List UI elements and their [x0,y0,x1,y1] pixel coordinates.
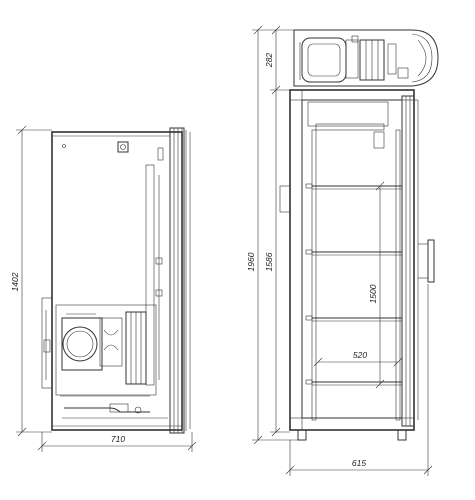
section-top-unit-housing [293,29,439,87]
side-door-frame [169,127,185,434]
section-foot-right [397,429,407,441]
inner-height-label: 1500 [368,284,378,303]
section-foot-left [297,429,307,441]
side-left-bracket [41,297,53,389]
inner-width-label: 520 [353,350,367,360]
section-cabinet-body [289,89,415,431]
section-insulation-left [289,89,303,431]
side-view: 1402 710 [10,125,197,452]
side-vertical-tube [145,164,155,386]
top-height-label: 282 [264,53,274,68]
section-left-rail [311,129,317,421]
side-compressor-compartment [55,304,157,396]
body-height-label: 1586 [264,252,274,271]
side-fan [99,317,123,367]
section-shelves [305,183,402,386]
side-compressor [61,317,103,371]
section-door-handle [427,239,435,283]
section-right-rail [395,129,401,421]
section-evaporator [307,101,389,127]
side-width-label: 710 [111,434,125,444]
total-height-label: 1960 [246,252,256,271]
section-door [401,95,415,427]
section-insulation-top [289,89,415,101]
side-cabinet-body [51,131,183,431]
section-compressor [301,37,347,83]
section-view: 1500 520 282 1586 1960 615 [246,25,439,476]
side-base-tubing [64,407,150,413]
side-height-label: 1402 [10,272,20,291]
section-insulation-bottom [289,417,415,431]
section-width-label: 615 [352,458,366,468]
side-top-knob [117,141,129,153]
